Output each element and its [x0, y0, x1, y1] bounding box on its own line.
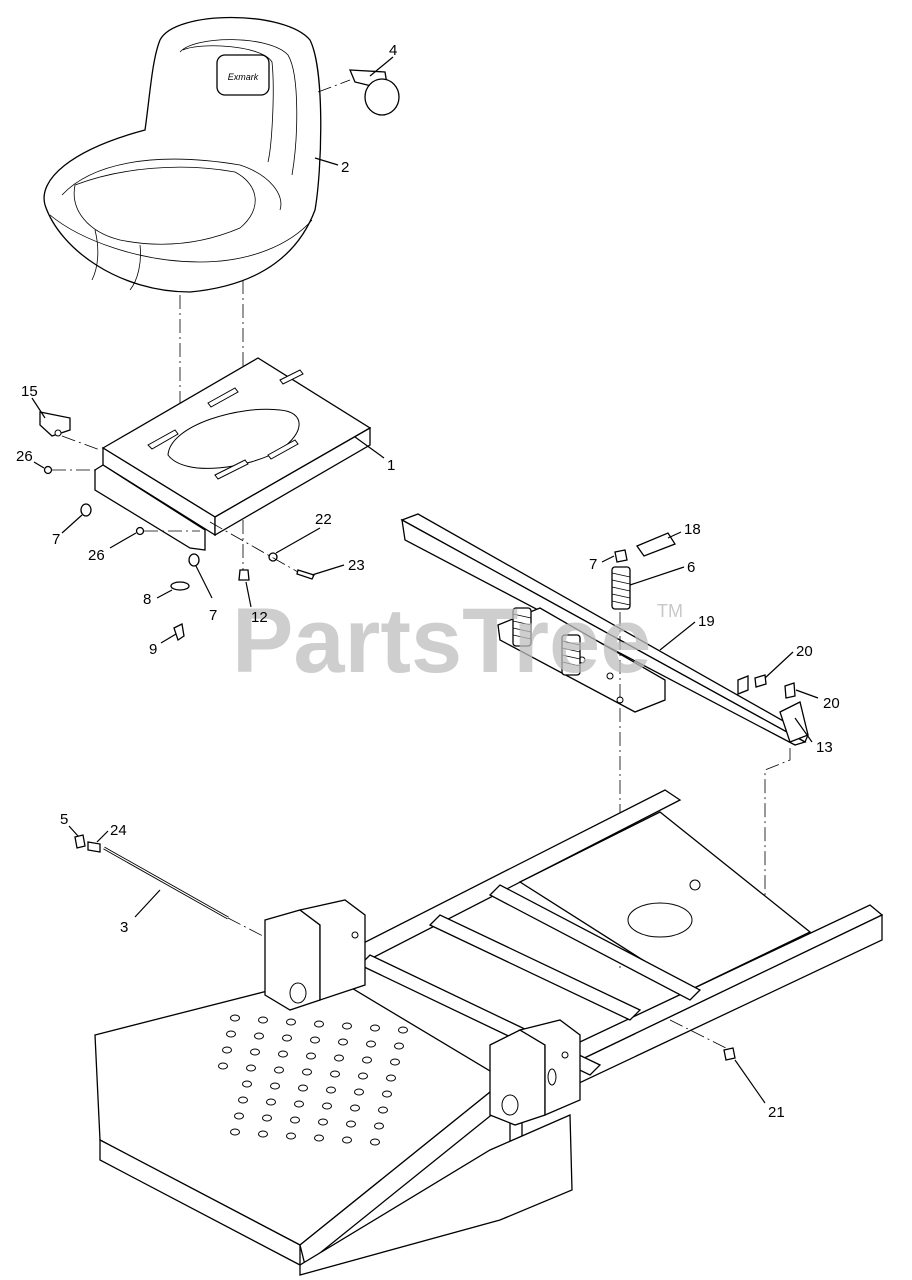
chassis-frame[interactable]	[94, 789, 884, 1276]
floor-hole	[302, 1068, 312, 1076]
floor-hole	[386, 1074, 396, 1082]
floor-hole	[314, 1020, 324, 1028]
floor-hole	[366, 1040, 376, 1048]
floor-hole	[310, 1036, 320, 1044]
callout-18[interactable]: 18	[684, 521, 701, 538]
floor-hole	[230, 1128, 240, 1136]
callout-5[interactable]: 5	[60, 811, 68, 828]
seat-plate[interactable]	[94, 357, 372, 551]
floor-hole	[342, 1022, 352, 1030]
callout-2[interactable]: 2	[341, 159, 349, 176]
callouts: 4 2 15 1 26 7 26 22 23 8 7 12 9 18 7 6 1…	[16, 42, 840, 1121]
floor-hole	[266, 1098, 276, 1106]
arm-bolt-line	[764, 748, 791, 960]
floor-hole	[350, 1104, 360, 1112]
floor-hole	[306, 1052, 316, 1060]
floor-hole	[318, 1118, 328, 1126]
floor-hole	[334, 1054, 344, 1062]
callout-12[interactable]: 12	[251, 609, 268, 626]
floor-hole	[394, 1042, 404, 1050]
floor-hole	[290, 1116, 300, 1124]
callout-20-top[interactable]: 20	[796, 643, 813, 660]
pivot-bracket-left[interactable]	[264, 899, 366, 1011]
pivot-bracket-right[interactable]	[489, 1019, 581, 1126]
callout-9[interactable]: 9	[149, 641, 157, 658]
floor-hole	[258, 1016, 268, 1024]
floor-hole	[354, 1088, 364, 1096]
floor-hole	[282, 1034, 292, 1042]
floor-hole	[218, 1062, 228, 1070]
callout-1[interactable]: 1	[387, 457, 395, 474]
floor-hole	[270, 1082, 280, 1090]
floor-hole	[298, 1084, 308, 1092]
watermark-trademark: TM	[657, 601, 683, 621]
springs[interactable]	[512, 532, 676, 676]
callout-6[interactable]: 6	[687, 559, 695, 576]
floor-hole	[278, 1050, 288, 1058]
callout-7-left[interactable]: 7	[52, 531, 60, 548]
floor-hole	[250, 1048, 260, 1056]
floor-hole	[330, 1070, 340, 1078]
floor-hole	[378, 1106, 388, 1114]
floor-hole	[222, 1046, 232, 1054]
floor-hole	[370, 1138, 380, 1146]
floor-hole	[398, 1026, 408, 1034]
floor-hole	[226, 1030, 236, 1038]
floor-hole	[262, 1114, 272, 1122]
callout-26-left[interactable]: 26	[16, 448, 33, 465]
floor-hole	[246, 1064, 256, 1072]
callout-19[interactable]: 19	[698, 613, 715, 630]
callout-21[interactable]: 21	[768, 1104, 785, 1121]
floor-hole	[382, 1090, 392, 1098]
floor-hole	[314, 1134, 324, 1142]
watermark-text: PartsTree	[232, 590, 651, 692]
callout-7-right[interactable]: 7	[589, 556, 597, 573]
callout-7-mid[interactable]: 7	[209, 607, 217, 624]
callout-26-mid[interactable]: 26	[88, 547, 105, 564]
floor-hole	[374, 1122, 384, 1130]
floor-hole	[286, 1018, 296, 1026]
callout-22[interactable]: 22	[315, 511, 332, 528]
floor-hole	[274, 1066, 284, 1074]
suspension-arm[interactable]	[400, 513, 809, 746]
leader-lines	[31, 56, 819, 1104]
seat-rod[interactable]	[74, 834, 229, 920]
floor-hole	[322, 1102, 332, 1110]
callout-24[interactable]: 24	[110, 822, 127, 839]
floor-hole	[358, 1072, 368, 1080]
floor-hole	[254, 1032, 264, 1040]
manual-tube[interactable]	[317, 69, 400, 116]
seat-switch[interactable]	[39, 411, 101, 451]
floor-hole	[234, 1112, 244, 1120]
floor-hole	[342, 1136, 352, 1144]
callout-4[interactable]: 4	[389, 42, 397, 59]
hardware-small[interactable]	[43, 465, 315, 642]
callout-13[interactable]: 13	[816, 739, 833, 756]
callout-3[interactable]: 3	[120, 919, 128, 936]
floor-hole	[238, 1096, 248, 1104]
callout-23[interactable]: 23	[348, 557, 365, 574]
floor-hole	[286, 1132, 296, 1140]
seat[interactable]: Exmark	[43, 16, 322, 293]
callout-20-bottom[interactable]: 20	[823, 695, 840, 712]
floor-hole	[346, 1120, 356, 1128]
floor-hole	[242, 1080, 252, 1088]
floor-hole	[370, 1024, 380, 1032]
callout-15[interactable]: 15	[21, 383, 38, 400]
floor-hole	[230, 1014, 240, 1022]
frame-bolt-line	[669, 1019, 731, 1051]
floor-holes	[218, 1014, 408, 1146]
seat-logo-badge	[216, 54, 270, 96]
frame-bolt[interactable]	[723, 1047, 736, 1061]
floor-hole	[362, 1056, 372, 1064]
callout-8[interactable]: 8	[143, 591, 151, 608]
arm-bolts[interactable]	[754, 674, 796, 699]
floor-hole	[258, 1130, 268, 1138]
floor-hole	[390, 1058, 400, 1066]
seat-logo-text: Exmark	[228, 72, 259, 82]
floor-hole	[294, 1100, 304, 1108]
floor-hole	[326, 1086, 336, 1094]
floor-hole	[338, 1038, 348, 1046]
